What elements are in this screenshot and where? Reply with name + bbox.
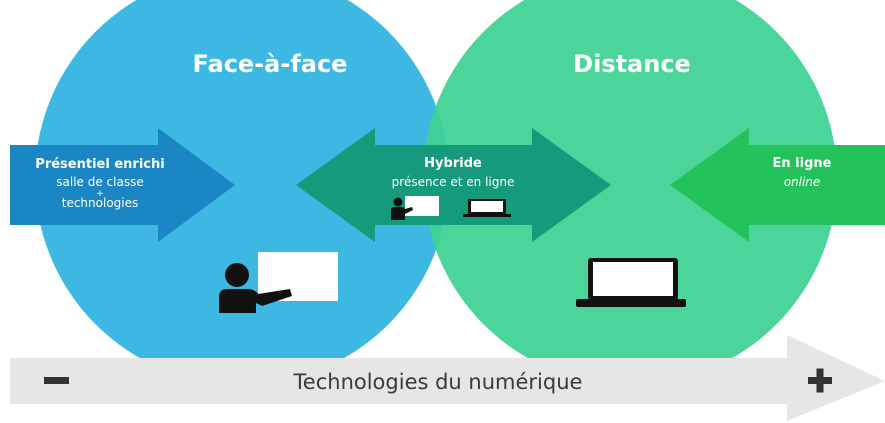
face-to-face-circle — [35, 0, 449, 385]
hybride-arrow — [296, 128, 611, 242]
en-ligne-title: En ligne — [773, 156, 832, 171]
small-laptop-icon — [463, 199, 511, 217]
presentiel-line2: technologies — [62, 196, 139, 210]
presentiel-line1: salle de classe — [56, 175, 143, 189]
teacher-board-icon — [219, 252, 338, 313]
presentiel-plus: + — [96, 189, 104, 199]
distance-circle — [423, 0, 837, 385]
technologies-axis-arrow — [10, 335, 885, 421]
hybride-title: Hybride — [424, 156, 482, 171]
hybride-subtitle: présence et en ligne — [392, 175, 515, 189]
presentiel-enrichi-arrow — [10, 128, 235, 242]
presentiel-enrichi-title: Présentiel enrichi — [35, 157, 164, 172]
axis-label: Technologies du numérique — [293, 370, 583, 394]
en-ligne-subtitle: online — [784, 175, 821, 189]
minus-icon — [44, 377, 69, 384]
plus-icon — [808, 368, 832, 393]
laptop-icon — [576, 258, 686, 307]
small-teacher-board-icon — [391, 196, 439, 220]
face-to-face-title: Face-à-face — [193, 50, 348, 78]
distance-title: Distance — [573, 50, 691, 78]
en-ligne-arrow — [670, 128, 885, 242]
